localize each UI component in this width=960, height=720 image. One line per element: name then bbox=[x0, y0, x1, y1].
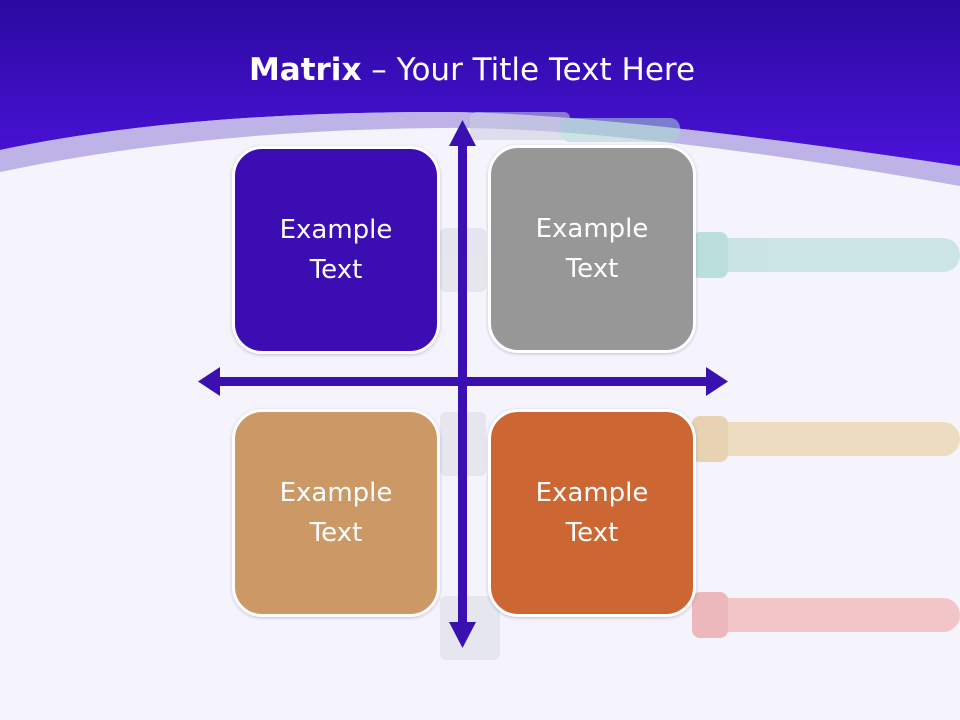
title-rest: – Your Title Text Here bbox=[361, 52, 696, 88]
arrow-up-icon bbox=[449, 120, 476, 146]
quadrant-text: Example Text bbox=[279, 478, 393, 548]
slide-title: Matrix – Your Title Text Here bbox=[0, 48, 944, 92]
title-bold: Matrix bbox=[248, 52, 362, 88]
quadrant-bottom-right: Example Text bbox=[488, 409, 696, 617]
quadrant-text: Example Text bbox=[535, 214, 649, 284]
arrow-left-icon bbox=[198, 367, 220, 396]
header-swoosh bbox=[0, 112, 960, 186]
quadrant-text: Example Text bbox=[279, 215, 393, 285]
quadrant-text: Example Text bbox=[535, 478, 649, 548]
quadrant-top-right: Example Text bbox=[488, 145, 696, 353]
arrow-down-icon bbox=[449, 622, 476, 648]
header-band bbox=[0, 0, 960, 166]
horizontal-axis bbox=[216, 377, 710, 386]
quadrant-bottom-left: Example Text bbox=[232, 409, 440, 617]
arrow-right-icon bbox=[706, 367, 728, 396]
quadrant-top-left: Example Text bbox=[232, 146, 440, 354]
